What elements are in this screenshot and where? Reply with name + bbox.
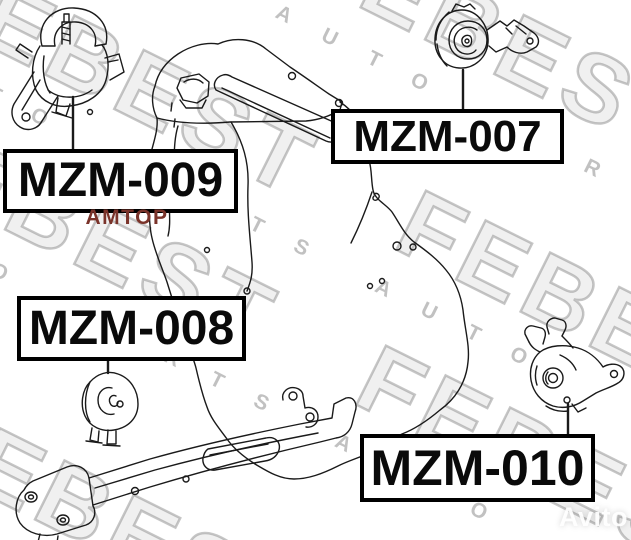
callout-box-mzm-009: MZM-009 xyxy=(3,149,238,213)
part-number-label: MZM-010 xyxy=(370,440,585,496)
avito-logo: Avito xyxy=(521,502,628,533)
callout-box-mzm-008: MZM-008 xyxy=(17,296,246,361)
avito-logo-text: Avito xyxy=(559,502,628,532)
amtop-logo: AMTOP xyxy=(85,206,169,229)
avito-dots-icon xyxy=(523,503,553,531)
part-number-label: MZM-007 xyxy=(353,111,542,161)
part-number-label: MZM-009 xyxy=(17,154,224,207)
mount-mzm-010-drawing xyxy=(524,317,625,413)
engine-block-drawing xyxy=(146,38,470,480)
part-number-label: MZM-008 xyxy=(28,301,235,355)
mount-mzm-007-drawing xyxy=(434,3,540,69)
subframe-crossmember-drawing xyxy=(15,386,357,540)
callout-box-mzm-007: MZM-007 xyxy=(331,109,564,164)
mount-mzm-009-drawing xyxy=(11,7,125,131)
callout-box-mzm-010: MZM-010 xyxy=(360,434,595,502)
mount-mzm-008-drawing xyxy=(81,371,139,447)
